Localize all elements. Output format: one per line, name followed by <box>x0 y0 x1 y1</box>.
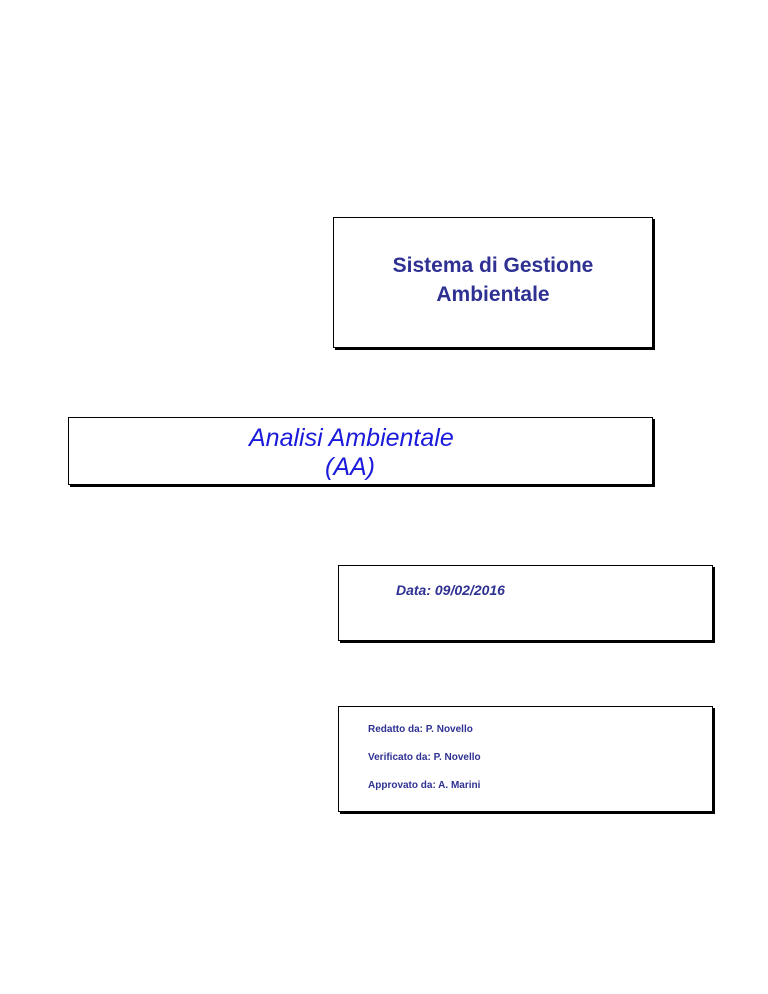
verified-by: Verificato da: P. Novello <box>368 752 481 763</box>
system-title-line-1: Sistema di Gestione <box>392 254 594 277</box>
document-date: Data: 09/02/2016 <box>396 582 505 598</box>
system-title-box: Sistema di Gestione Ambientale <box>333 217 653 348</box>
approval-box: Redatto da: P. Novello Verificato da: P.… <box>338 706 713 812</box>
document-title: Analisi Ambientale <box>249 424 454 452</box>
document-title-box: Analisi Ambientale (AA) <box>68 417 653 485</box>
document-code: (AA) <box>325 453 375 481</box>
date-box: Data: 09/02/2016 <box>338 565 713 641</box>
approved-by: Approvato da: A. Marini <box>368 780 481 791</box>
drafted-by: Redatto da: P. Novello <box>368 724 473 735</box>
system-title-line-2: Ambientale <box>436 283 550 306</box>
